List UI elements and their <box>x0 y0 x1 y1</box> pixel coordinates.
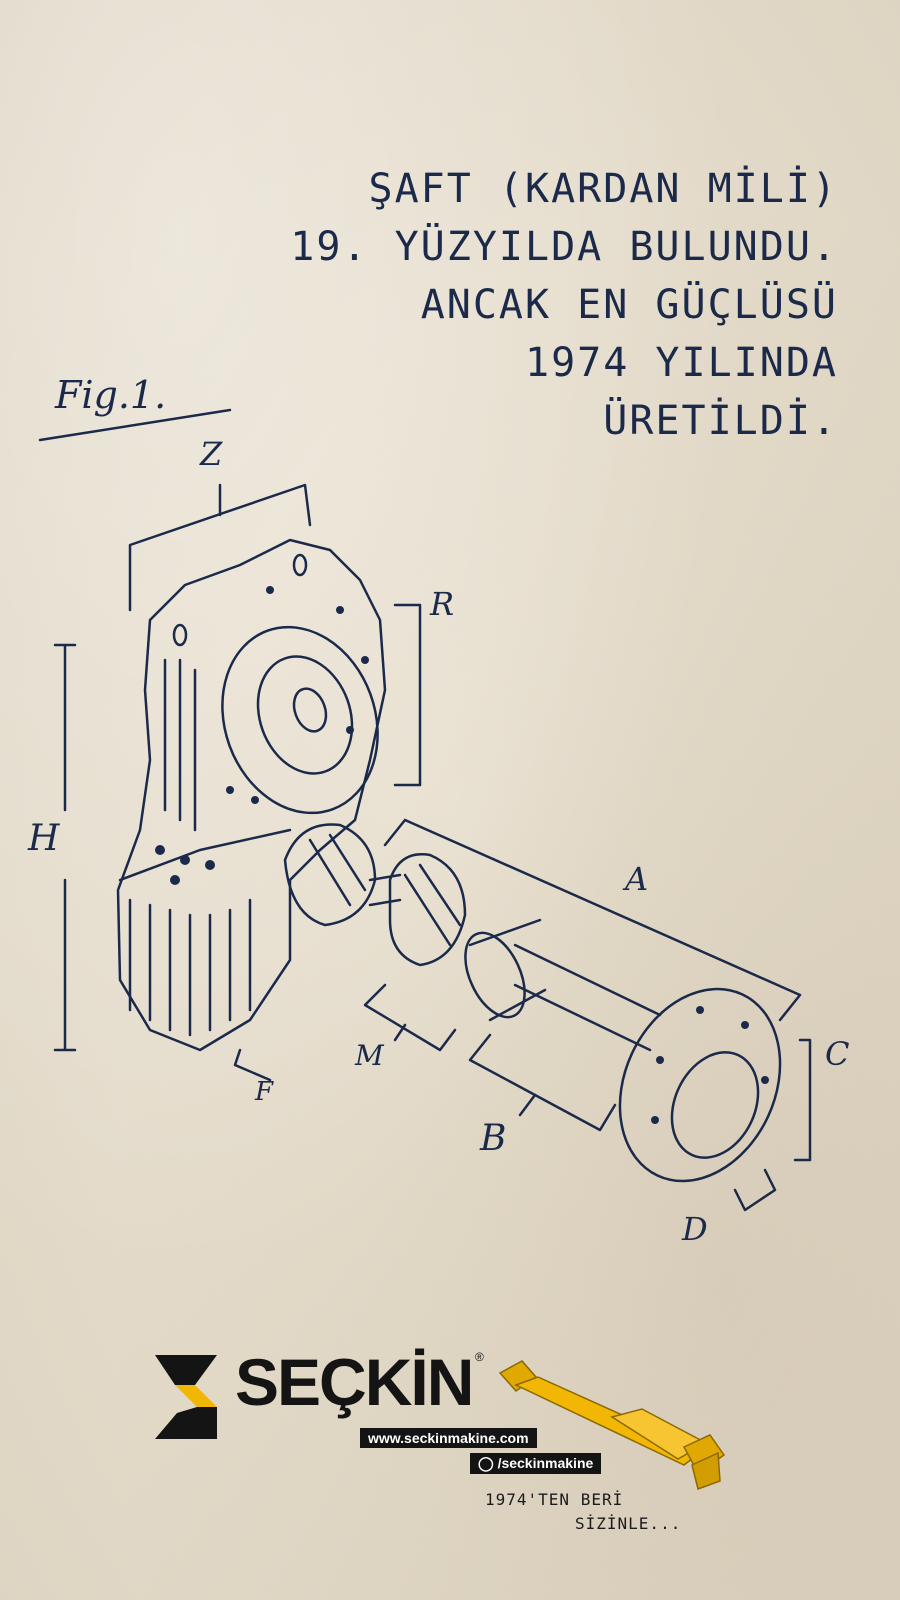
a-dimension <box>383 818 802 1022</box>
patent-drawing: Fig.1. Z R H A M F C B D <box>27 373 849 1248</box>
f-bracket <box>233 1048 272 1082</box>
d-bracket <box>733 1168 777 1212</box>
tagline-line-2: SİZİNLE... <box>575 1514 682 1533</box>
label-c: C <box>825 1035 849 1073</box>
label-m: M <box>354 1039 385 1072</box>
label-z: Z <box>199 435 223 473</box>
main-shaft <box>513 943 662 1052</box>
label-h: H <box>27 818 60 859</box>
yellow-drive-shaft-icon <box>498 1360 726 1490</box>
brand-name: SEÇKİN <box>235 1345 474 1419</box>
instagram-icon: ◯ <box>478 1455 494 1471</box>
c-bracket <box>793 1038 812 1162</box>
website-link[interactable]: www.seckinmakine.com <box>360 1428 537 1448</box>
headline-line-4: 1974 YILINDA <box>525 340 838 386</box>
b-bracket <box>468 1033 617 1132</box>
label-d: D <box>681 1210 708 1248</box>
instagram-handle-text: /seckinmakine <box>497 1455 594 1471</box>
headline-line-5: ÜRETİLDİ. <box>603 398 838 444</box>
brand-block: SEÇKİN ® www.seckinmakine.com ◯ /seckinm… <box>155 1345 755 1540</box>
label-b: B <box>479 1118 506 1159</box>
h-bracket <box>53 643 77 1052</box>
headline: ŞAFT (KARDAN MİLİ) 19. YÜZYILDA BULUNDU.… <box>218 160 838 450</box>
headline-line-1: ŞAFT (KARDAN MİLİ) <box>368 166 838 212</box>
universal-joint-2 <box>388 853 467 967</box>
gearbox-housing <box>116 538 387 1052</box>
seckin-logo-mark-icon <box>155 1355 217 1439</box>
headline-line-3: ANCAK EN GÜÇLÜSÜ <box>420 282 838 328</box>
output-flange <box>618 987 782 1183</box>
r-bracket <box>393 603 422 787</box>
tagline: 1974'TEN BERİ SİZİNLE... <box>485 1488 705 1536</box>
instagram-handle[interactable]: ◯ /seckinmakine <box>470 1453 602 1474</box>
headline-line-2: 19. YÜZYILDA BULUNDU. <box>290 224 838 270</box>
label-r: R <box>429 585 454 623</box>
z-bracket <box>128 483 312 612</box>
fig-label: Fig.1. <box>54 373 166 417</box>
label-f: F <box>254 1077 274 1107</box>
label-a: A <box>622 860 648 898</box>
tagline-line-1: 1974'TEN BERİ <box>485 1490 624 1509</box>
gearbox-flange <box>221 625 379 815</box>
coupling-sleeve <box>464 931 526 1019</box>
registered-mark: ® <box>475 1350 484 1364</box>
fig-underline <box>38 408 232 442</box>
